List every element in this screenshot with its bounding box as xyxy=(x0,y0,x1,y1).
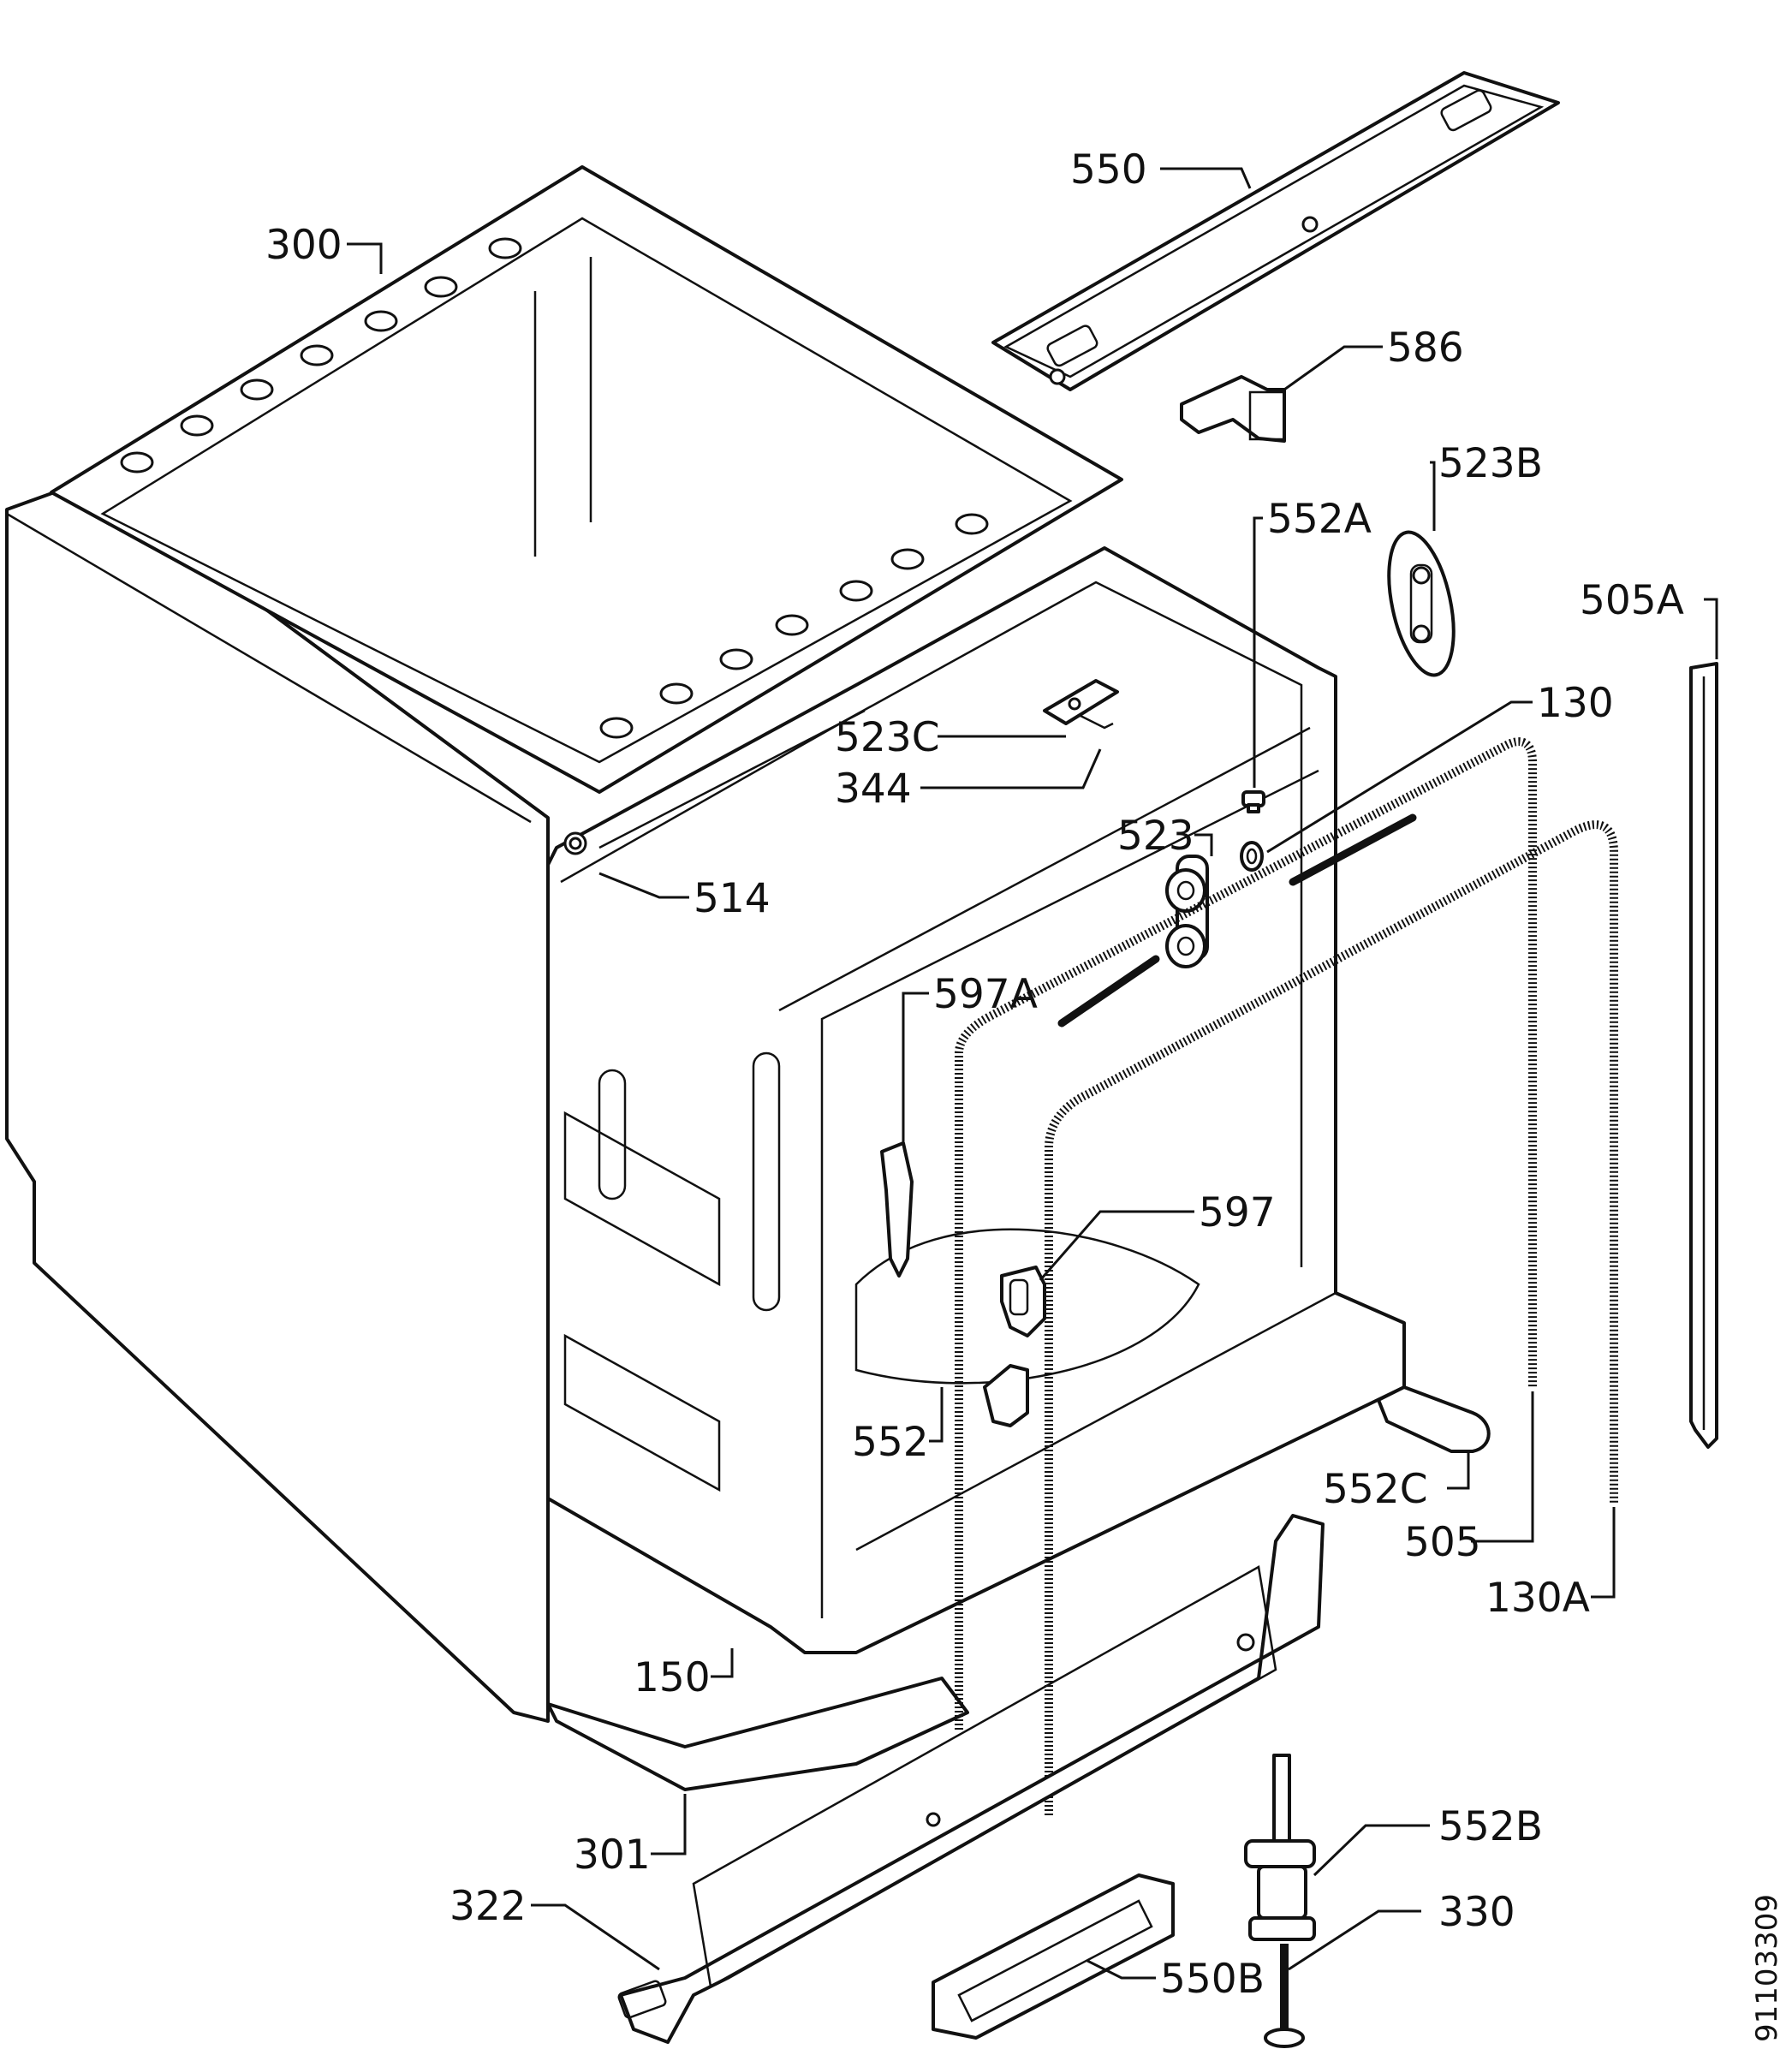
label-523b: 523B xyxy=(1438,440,1543,487)
rollers-523 xyxy=(1165,855,1209,968)
screw-330 xyxy=(1264,1944,1305,2048)
label-550b: 550B xyxy=(1160,1956,1265,2003)
label-301: 301 xyxy=(574,1832,651,1879)
label-550: 550 xyxy=(1070,146,1147,194)
hinge-cover-523b xyxy=(1387,530,1456,677)
label-130a: 130A xyxy=(1485,1575,1590,1622)
label-514: 514 xyxy=(694,875,771,922)
label-552c: 552C xyxy=(1323,1466,1428,1513)
label-597: 597 xyxy=(1199,1189,1276,1236)
base-frame-301 xyxy=(546,1677,969,1791)
label-523c: 523C xyxy=(835,714,940,761)
label-330: 330 xyxy=(1438,1889,1515,1936)
top-frame-300 xyxy=(50,165,1123,794)
rail-552-rod xyxy=(1057,813,1417,1028)
rail-end-552c xyxy=(1377,1385,1491,1453)
door-catch-597 xyxy=(1000,1266,1046,1337)
door-catch-597a xyxy=(880,1141,914,1278)
label-130: 130 xyxy=(1537,680,1614,727)
label-150: 150 xyxy=(634,1654,711,1701)
washer-130 xyxy=(1240,841,1264,872)
label-523: 523 xyxy=(1117,813,1194,860)
tub-seal-514 xyxy=(563,831,587,855)
top-frame-holes xyxy=(120,237,989,739)
drawing-code: 91103309 xyxy=(1750,1894,1784,2042)
top-plate-550 xyxy=(991,71,1560,391)
label-597a: 597A xyxy=(933,971,1038,1018)
hinge-bracket-523c xyxy=(1043,679,1119,730)
label-322: 322 xyxy=(449,1883,527,1930)
tub-150 xyxy=(546,546,1406,1654)
label-505: 505 xyxy=(1404,1519,1481,1566)
label-300: 300 xyxy=(265,222,342,269)
guide-rail-552 xyxy=(983,1364,1029,1427)
door-seal-130a xyxy=(1045,820,1618,1815)
label-344: 344 xyxy=(835,765,912,813)
base-plinth-322 xyxy=(617,1514,1325,2044)
label-552a: 552A xyxy=(1267,496,1372,543)
label-505a: 505A xyxy=(1580,577,1684,624)
side-seal-505a xyxy=(1689,662,1718,1449)
adjustable-foot-552b xyxy=(1244,1754,1316,1941)
label-586: 586 xyxy=(1387,325,1464,372)
bracket-586 xyxy=(1180,375,1286,443)
bracket-550b xyxy=(932,1873,1175,2040)
part-labels: 550 300 586 523B 552A 505A 130 523C 344 … xyxy=(265,146,1684,2003)
label-552b: 552B xyxy=(1438,1803,1543,1850)
leader-lines xyxy=(347,167,1718,1980)
label-552: 552 xyxy=(852,1419,929,1466)
screw-552a xyxy=(1241,790,1265,813)
